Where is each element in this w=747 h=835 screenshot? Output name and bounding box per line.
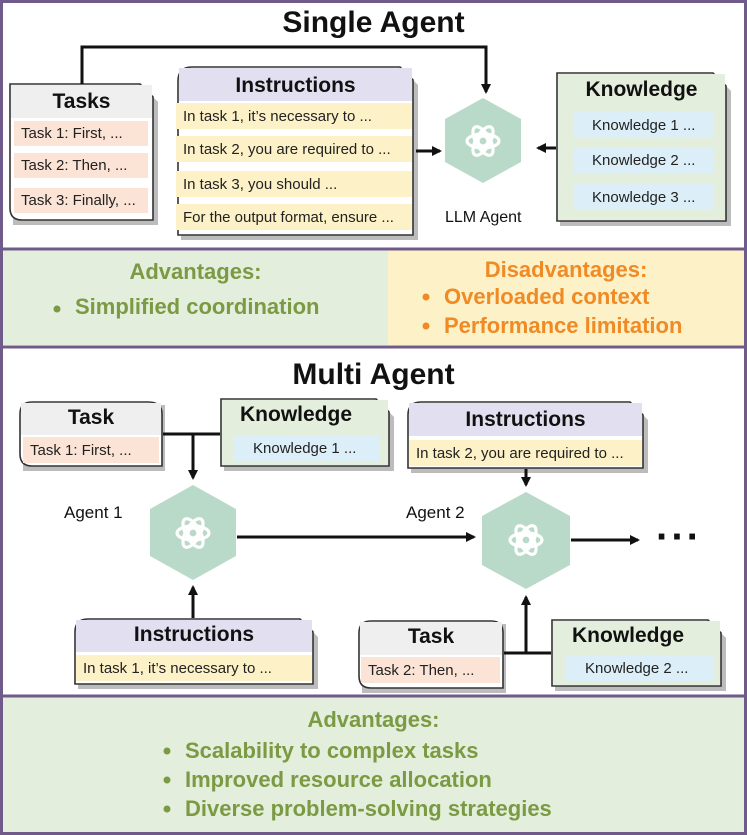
agent2-instructions-card-header: [409, 403, 642, 436]
agent1-knowledge-item: Knowledge 1 ...: [234, 435, 380, 461]
agent2-knowledge-card-title: Knowledge: [572, 624, 685, 647]
bullet-dot-icon: [422, 293, 430, 301]
bullet-dot-icon: [163, 776, 171, 784]
knowledge-list-item: Knowledge 2 ...: [574, 147, 714, 173]
knowledge-list-item: Knowledge 3 ...: [574, 184, 714, 210]
knowledge-list-item: Knowledge 1 ...: [574, 112, 714, 138]
multi-advantages-item: Scalability to complex tasks: [185, 738, 479, 763]
multi-advantages-item: Diverse problem-solving strategies: [185, 796, 552, 821]
agent1-instructions-item: In task 1, it’s necessary to ...: [76, 655, 312, 681]
ellipsis: ···: [656, 515, 702, 559]
llm-agent-label: LLM Agent: [445, 209, 522, 226]
agent2-instructions-item: In task 2, you are required to ...: [409, 440, 642, 466]
llm-agent-hexagon: [445, 98, 521, 183]
single-agent-title: Single Agent: [282, 6, 465, 39]
agent2-instructions-card-title: Instructions: [465, 408, 586, 431]
bullet-dot-icon: [163, 747, 171, 755]
agent2-knowledge-item: Knowledge 2 ...: [566, 655, 714, 681]
multi-advantages-title: Advantages:: [307, 707, 440, 732]
tasks-card-header: [11, 85, 152, 118]
tasks-list-item: Task 1: First, ...: [14, 121, 148, 146]
instructions-card-header: [179, 68, 412, 101]
bullet-dot-icon: [422, 322, 430, 330]
instructions-list-item: In task 2, you are required to ...: [176, 136, 412, 162]
agent2-task-card-title: Task: [407, 625, 455, 648]
agent1-task-card-header: [21, 403, 161, 435]
agent1-task-item: Task 1: First, ...: [23, 437, 159, 463]
bullet-dot-icon: [53, 305, 61, 313]
tasks-card-title: Tasks: [52, 90, 111, 113]
multi-advantages-item: Improved resource allocation: [185, 767, 492, 792]
single-disadvantages-item: Performance limitation: [444, 313, 683, 338]
tasks-list-item: Task 3: Finally, ...: [14, 188, 148, 213]
agent2-hexagon: [482, 492, 570, 589]
single-advantages-item: Simplified coordination: [75, 294, 320, 319]
instructions-list-item: For the output format, ensure ...: [176, 204, 412, 230]
agent1-hexagon: [150, 485, 236, 580]
single-advantages-title: Advantages:: [129, 259, 262, 284]
single-disadvantages-item: Overloaded context: [444, 284, 650, 309]
instructions-list-item: In task 3, you should ...: [176, 171, 412, 197]
multi-advantages-background: [3, 697, 744, 832]
tasks-list-item: Task 2: Then, ...: [14, 153, 148, 178]
multi-agent-title: Multi Agent: [292, 358, 455, 391]
agent2-task-card-header: [360, 622, 502, 655]
agent1-instructions-card-header: [76, 620, 312, 652]
instructions-card-title: Instructions: [235, 74, 356, 97]
single-advantages-background: [3, 249, 388, 345]
agent1-knowledge-card-title: Knowledge: [240, 403, 353, 426]
agent2-task-item: Task 2: Then, ...: [361, 657, 500, 683]
single-disadvantages-background: [388, 249, 744, 345]
agent2-label: Agent 2: [406, 503, 465, 522]
instructions-list-item: In task 1, it’s necessary to ...: [176, 103, 412, 129]
agent1-task-card-title: Task: [67, 406, 115, 429]
agent1-label: Agent 1: [64, 503, 123, 522]
bullet-dot-icon: [163, 805, 171, 813]
single-disadvantages-title: Disadvantages:: [484, 257, 648, 282]
agent1-instructions-card-title: Instructions: [133, 623, 255, 646]
knowledge-card-title: Knowledge: [585, 78, 698, 101]
tasks-to-agent-arrow: [80, 45, 491, 94]
